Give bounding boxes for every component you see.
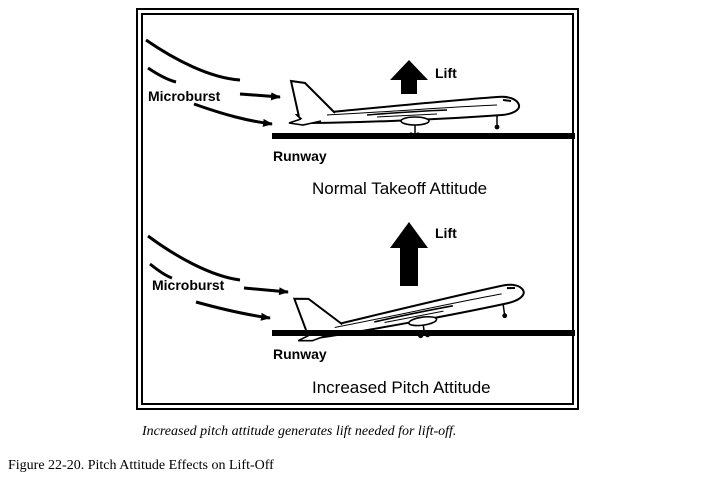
figure-frame-inner [141, 13, 574, 405]
panel-normal-takeoff: Microburst Lift Runway Normal Takeoff At… [145, 38, 575, 198]
figure-frame [136, 8, 579, 410]
microburst-label: Microburst [148, 88, 221, 104]
figure-label: Figure 22-20. Pitch Attitude Effects on … [8, 458, 274, 473]
lift-label: Lift [435, 65, 457, 81]
panel-increased-pitch: Microburst Lift Runway Increased Pitch A… [147, 222, 575, 397]
microburst-label: Microburst [152, 277, 225, 293]
wind-icon [145, 38, 281, 127]
runway-label: Runway [273, 148, 327, 164]
runway-strip [272, 330, 575, 336]
runway-label: Runway [273, 346, 327, 362]
panel-title: Normal Takeoff Attitude [312, 179, 487, 198]
runway-strip [272, 133, 575, 139]
lift-arrow-icon [390, 60, 428, 94]
lift-arrow-icon [390, 222, 428, 286]
wind-icon [147, 234, 289, 321]
figure-caption: Increased pitch attitude generates lift … [142, 424, 457, 439]
panel-title: Increased Pitch Attitude [312, 378, 491, 397]
lift-label: Lift [435, 225, 457, 241]
